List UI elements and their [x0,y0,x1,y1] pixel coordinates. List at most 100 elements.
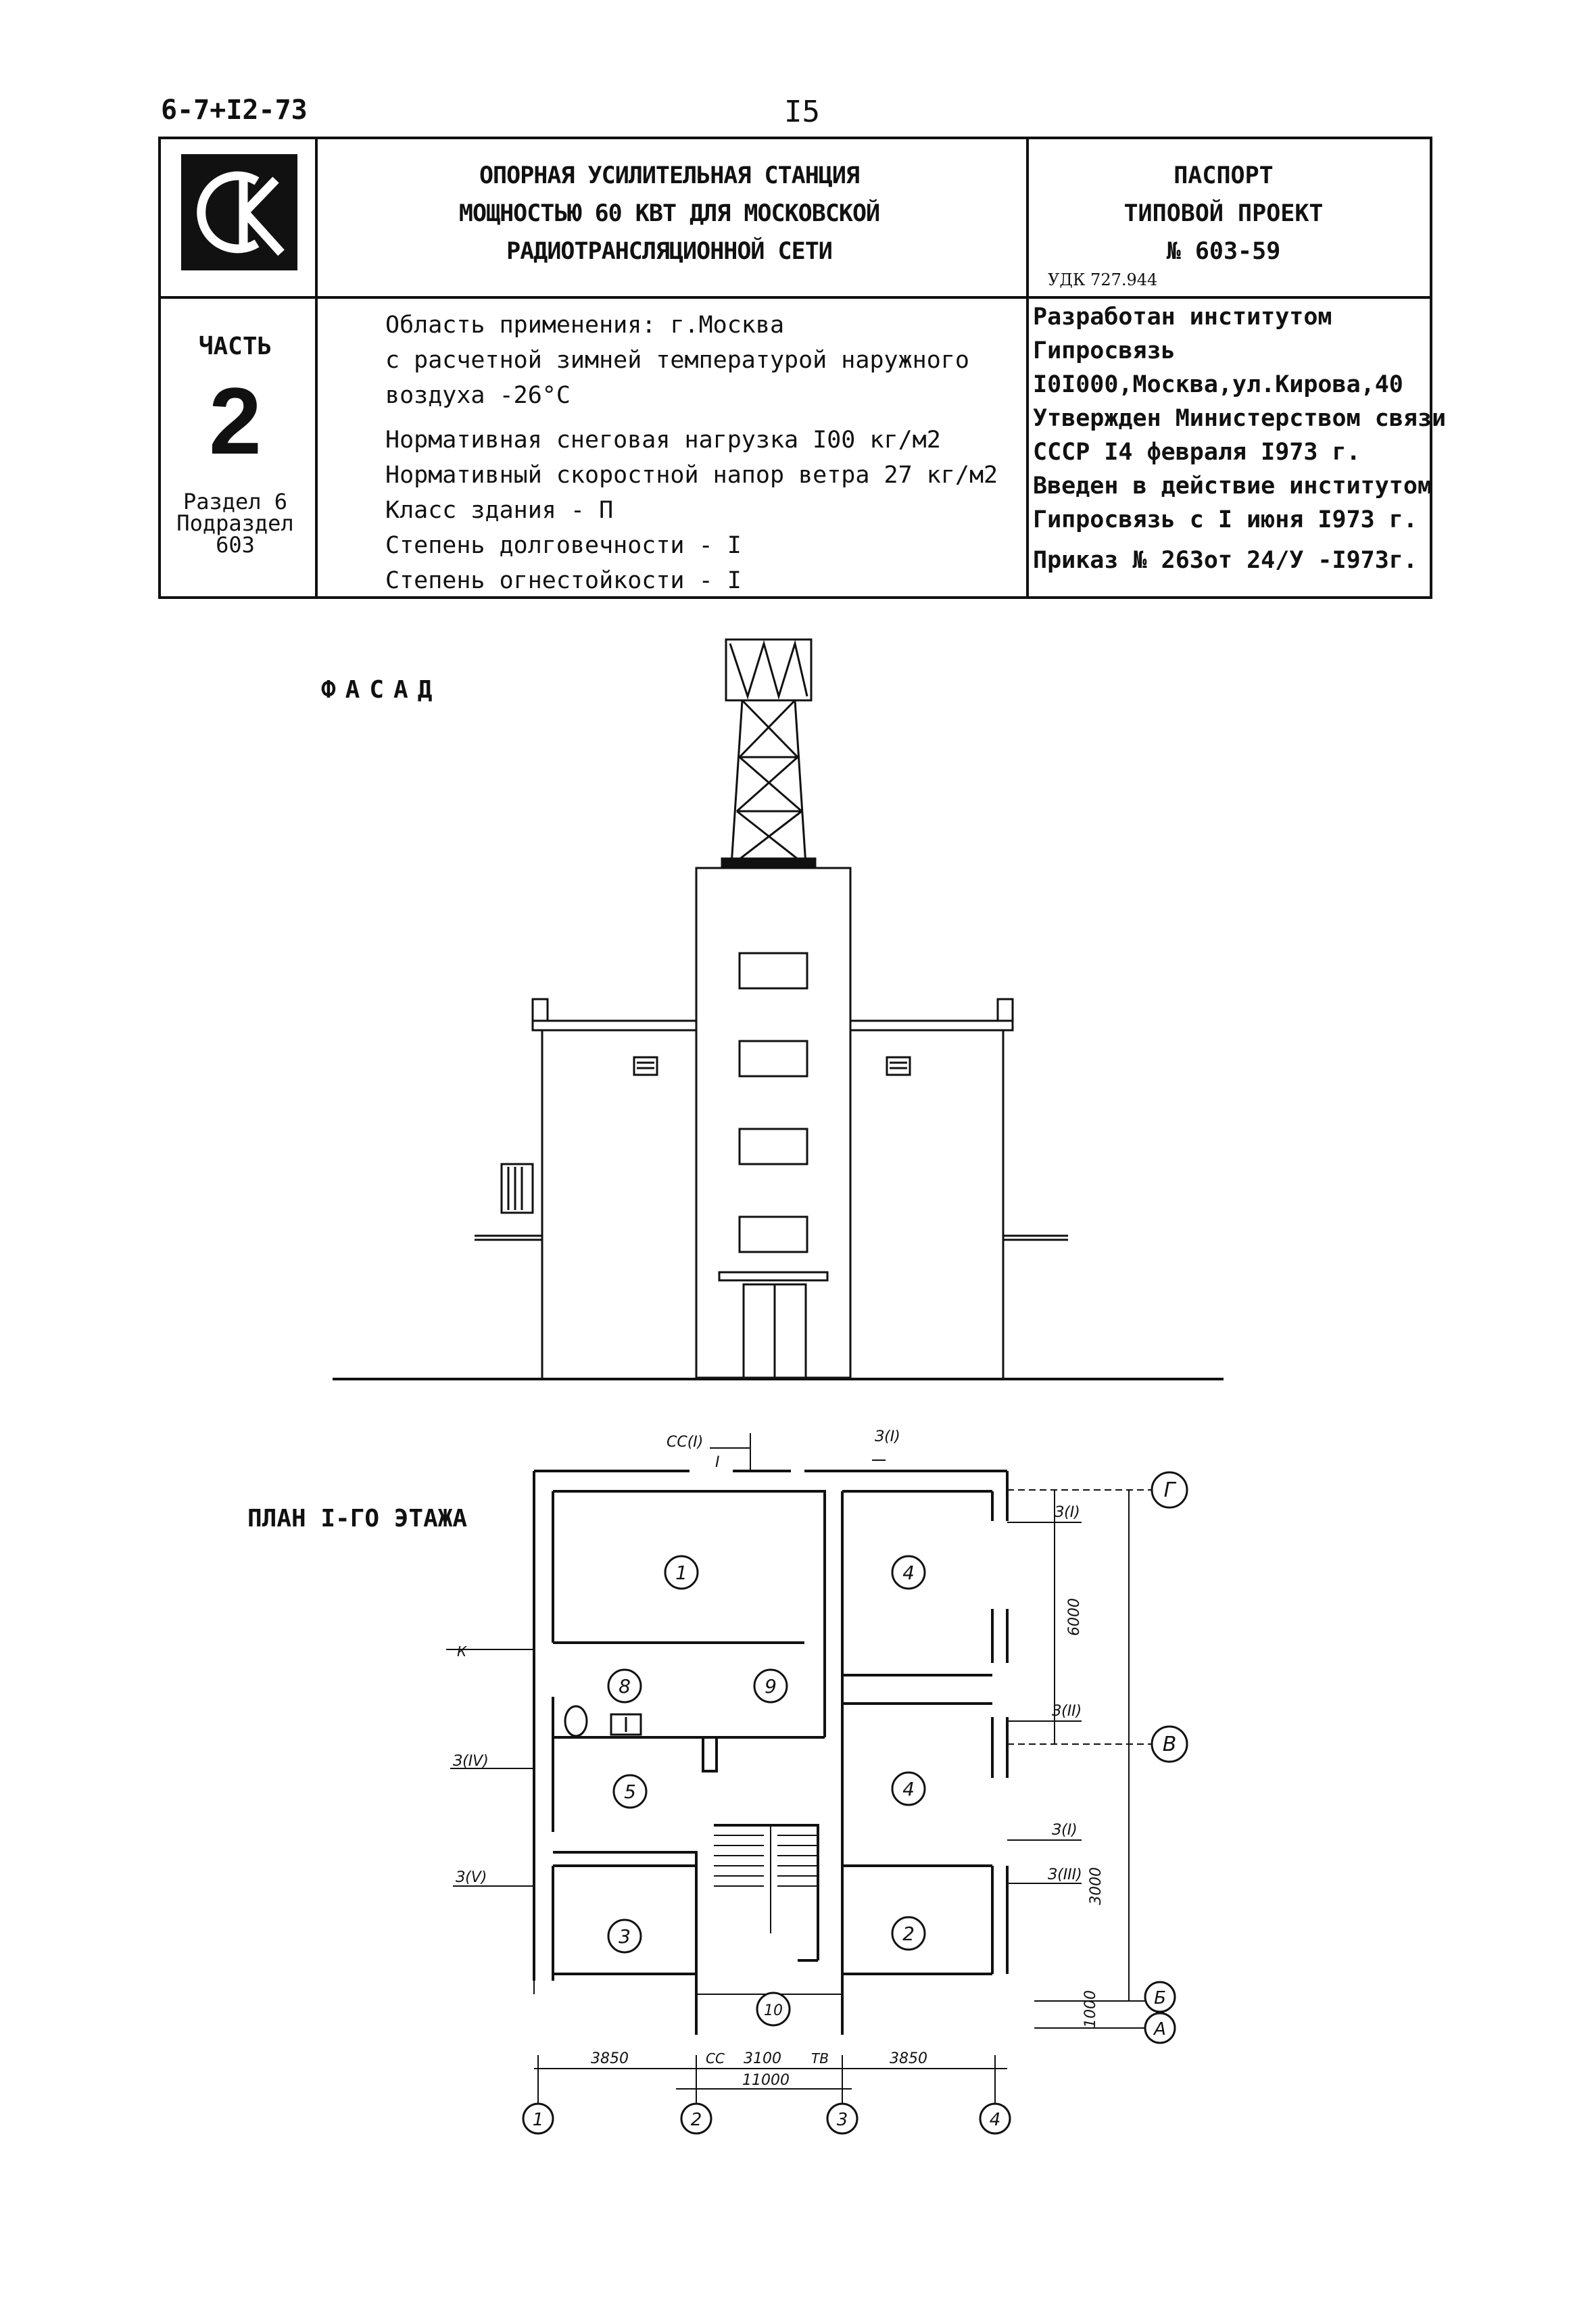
room-number: 10 [764,2002,783,2019]
approval-line: Гипросвязь [1033,337,1176,364]
wall-mark: З(V) [456,1869,487,1886]
scope-line: Нормативный скоростной напор ветра 27 кг… [385,462,998,489]
section-info: Раздел 6 Подраздел 603 [161,491,310,556]
room-number: 8 [619,1675,631,1697]
room-marker [891,1555,926,1590]
room-markers [607,1555,926,2027]
project-title: ОПОРНАЯ УСИЛИТЕЛЬНАЯ СТАНЦИЯ МОЩНОСТЬЮ 6… [318,157,1021,270]
approval-line: Утвержден Министерством связи [1033,405,1447,432]
axis-number: 3 [837,2110,848,2130]
room-marker [607,1668,642,1704]
scope-line: Класс здания - П [385,497,614,524]
approval-line: Разработан институтом [1033,304,1332,331]
room-marker [756,1992,791,2027]
axis-markers [522,1471,1188,2135]
wall-mark: СС(I) [667,1434,703,1451]
axis-letter: А [1153,2019,1166,2040]
approval-line: Приказ № 263от 24/У -I973г. [1033,547,1418,574]
room-marker [612,1774,648,1809]
scope-line: Нормативная снеговая нагрузка I00 кг/м2 [385,427,941,454]
dimension-value: 3850 [890,2050,927,2067]
page-number: I5 [784,95,820,129]
table-divider [315,139,318,599]
title-line: МОЩНОСТЬЮ 60 КВТ ДЛЯ МОСКОВСКОЙ [458,200,880,227]
part-label: ЧАСТЬ [198,333,272,360]
passport-block: ПАСПОРТ ТИПОВОЙ ПРОЕКТ № 603-59 [1027,157,1420,270]
approval-line: I0I000,Москва,ул.Кирова,40 [1033,371,1403,398]
passport-line: ТИПОВОЙ ПРОЕКТ [1123,200,1324,227]
tower-window [738,952,808,990]
axis-letter: В [1163,1733,1177,1756]
dimension-value: 3000 [1088,1867,1105,1905]
small-mark: К [457,1643,467,1660]
small-marks: СС ТВ К [457,1643,829,2067]
wall-mark: З(I) [875,1428,900,1445]
room-marker [664,1555,699,1590]
wall-mark: I [715,1454,720,1471]
axis-letter: Б [1154,1988,1166,2008]
facade-drawing [333,638,1224,1380]
axis-number: 2 [691,2110,702,2130]
room-number: 4 [902,1562,915,1584]
passport-line: № 603-59 [1166,238,1281,265]
facade-label: ФАСАД [321,676,442,704]
axis-labels: Г В Б А 1 2 3 4 [533,1478,1177,2130]
udk-code: УДК 727.944 [1048,270,1158,289]
section-line: Подраздел [176,510,294,536]
room-number: 4 [902,1778,915,1800]
approval-text: Разработан институтом Гипросвязь I0I000,… [1033,300,1446,577]
scope-line: Степень долговечности - I [385,532,742,559]
dimension-value: 3850 [591,2050,629,2067]
part-number: 2 [209,368,262,474]
wall-mark: З(III) [1048,1866,1082,1883]
tower-window [738,1040,808,1078]
dimension-numbers: 6000 3850 3100 3850 11000 3000 1000 [591,1598,1105,2089]
wall-mark: З(I) [1052,1822,1078,1839]
wall-mark: З(IV) [453,1753,489,1770]
wall-marks: СС(I) I З(I) З(I) З(II) З(I) З(IV) З(V) … [453,1428,1082,1886]
sk-logo [181,154,297,270]
room-marker [753,1668,788,1704]
tower-window [738,1128,808,1165]
small-mark: ТВ [811,2050,829,2067]
left-wing [475,998,698,1378]
passport-line: ПАСПОРТ [1174,162,1274,189]
header-table [158,137,1432,599]
room-number: 1 [675,1562,687,1584]
section-line: 603 [216,532,255,558]
title-line: ОПОРНАЯ УСИЛИТЕЛЬНАЯ СТАНЦИЯ [479,162,860,189]
table-divider [1026,139,1029,599]
scope-line: Область применения: г.Москва [385,312,785,339]
antenna-mast [721,638,817,869]
room-marker [607,1919,642,1954]
room-marker [891,1916,926,1951]
scope-line: с расчетной зимней температурой наружног… [385,347,969,374]
floor-plan [533,1470,1009,2035]
small-mark: СС [706,2050,725,2067]
room-number: 9 [765,1675,777,1697]
dimension-value: 11000 [742,2072,790,2089]
dimension-value: 1000 [1082,1990,1099,2028]
dimension-value: 3100 [744,2050,781,2067]
room-numbers: 1 4 8 9 5 4 3 2 10 [619,1562,915,2019]
wall-mark: З(II) [1052,1703,1082,1720]
room-number: 3 [619,1925,631,1948]
approval-line: Введен в действие институтом [1033,473,1432,500]
title-line: РАДИОТРАНСЛЯЦИОННОЙ СЕТИ [506,238,833,265]
stair-tower [695,867,852,1379]
scope-line: Степень огнестойкости - I [385,567,742,594]
room-number: 5 [624,1781,636,1803]
scope-line: воздуха -26°С [385,382,571,409]
entrance-canopy [718,1271,829,1282]
stairs [696,1825,842,1995]
axis-marker [1144,1981,1176,2013]
right-wing [849,998,1068,1378]
sanitary-fixtures [564,1705,642,1737]
dimension-value: 6000 [1066,1598,1083,1636]
room-marker [891,1771,926,1806]
dimension-lines [446,1433,1152,2104]
room-number: 2 [902,1923,915,1945]
scope-text: Область применения: г.Москва с расчетной… [385,308,998,598]
plan-label: ПЛАН I-ГО ЭТАЖА [247,1505,468,1533]
